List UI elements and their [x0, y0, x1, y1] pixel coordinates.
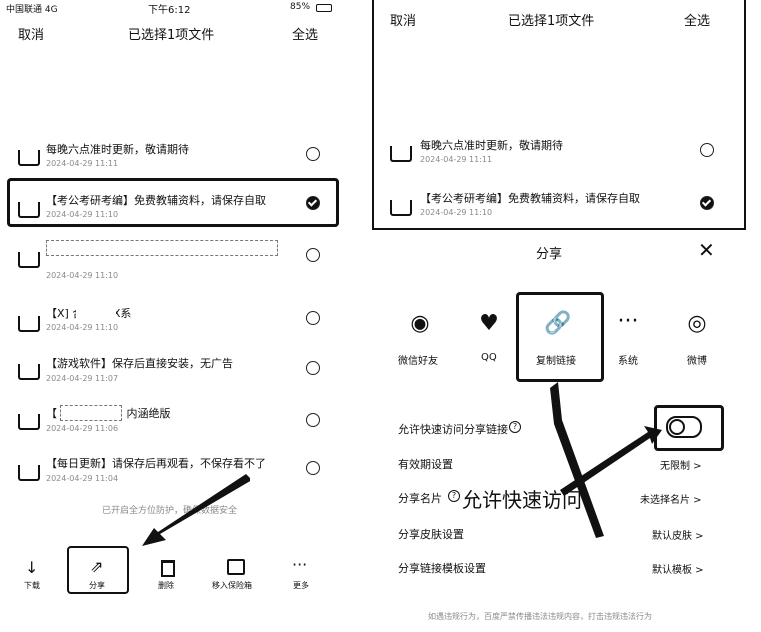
redacted-name [76, 303, 116, 319]
help-icon[interactable]: ? [448, 490, 460, 502]
file-date: 2024-04-29 11:10 [46, 323, 119, 332]
file-icon [18, 150, 40, 166]
vault-icon [227, 559, 245, 575]
file-date: 2024-04-29 11:04 [46, 474, 119, 483]
setting-value: 默认模板 > [652, 565, 704, 576]
quick-access-toggle[interactable] [666, 416, 702, 438]
file-list-frame [372, 0, 746, 230]
file-name: 每晚六点准时更新，敬请期待 [46, 143, 189, 156]
share-target-label: 系统 [618, 356, 638, 367]
cancel-button[interactable]: 取消 [18, 28, 45, 43]
help-icon[interactable]: ? [509, 421, 521, 433]
setting-label: 有效期设置 [398, 458, 453, 471]
select-radio[interactable] [700, 143, 714, 157]
share-target-label: 复制链接 [536, 356, 576, 367]
annotation-arrow [142, 474, 250, 546]
setting-value: 未选择名片 > [640, 495, 702, 506]
file-date: 2024-04-29 11:11 [420, 155, 493, 164]
file-icon [18, 364, 40, 380]
download-icon: ↓ [25, 558, 39, 577]
status-carrier: 中国联通 4G [6, 5, 58, 15]
select-radio[interactable] [306, 361, 320, 375]
setting-label: 分享皮肤设置 [398, 528, 464, 541]
file-name: 【考公考研考编】免费教辅资料，请保存自取 [46, 194, 266, 207]
status-battery: 85% [290, 2, 311, 12]
select-radio[interactable] [306, 147, 320, 161]
file-icon [18, 252, 40, 268]
page-title: 已选择1项文件 [128, 28, 215, 43]
setting-value: 无限制 > [660, 461, 702, 472]
highlight-frame [7, 178, 339, 227]
setting-label: 分享链接模板设置 [398, 562, 486, 575]
file-date: 2024-04-29 11:07 [46, 374, 119, 383]
toolbar-label: 下载 [24, 581, 40, 590]
file-icon [18, 465, 40, 481]
select-radio[interactable] [306, 461, 320, 475]
toolbar-label: 更多 [293, 581, 309, 590]
toolbar-label: 移入保险箱 [212, 581, 252, 590]
setting-label: 分享名片 [398, 492, 442, 505]
more-dots-icon: ··· [617, 308, 639, 334]
share-target-label: 微博 [687, 356, 707, 367]
highlight-frame [516, 292, 604, 382]
select-radio[interactable] [306, 248, 320, 262]
file-name: 【游戏软件】保存后直接安装，无广告 [46, 357, 233, 370]
footer-notice: 如遇违规行为，百度严禁传播违法违规内容，打击违规违法行为 [428, 612, 652, 621]
share-icon: ⇗ [90, 557, 104, 576]
file-date: 2024-04-29 11:10 [46, 271, 119, 280]
close-icon[interactable]: ✕ [698, 238, 715, 262]
select-all-button[interactable]: 全选 [292, 28, 319, 43]
file-icon [390, 200, 412, 216]
select-radio[interactable] [306, 413, 320, 427]
trash-icon [161, 560, 175, 577]
toolbar-label: 分享 [89, 581, 105, 590]
file-date: 2024-04-29 11:10 [46, 210, 119, 219]
highlight-frame [654, 405, 724, 451]
file-date: 2024-04-29 11:06 [46, 424, 119, 433]
file-icon [18, 414, 40, 430]
page-title: 已选择1项文件 [508, 14, 595, 29]
setting-label: 允许快速访问分享链接 [398, 423, 508, 436]
select-radio[interactable] [306, 311, 320, 325]
file-date: 2024-04-29 11:11 [46, 159, 119, 168]
security-notice: 已开启全方位防护，确保数据安全 [102, 506, 238, 516]
file-icon [390, 146, 412, 162]
file-icon [18, 316, 40, 332]
wechat-icon: ◉ [410, 310, 430, 336]
toggle-knob [669, 419, 685, 435]
select-radio-checked[interactable] [306, 196, 320, 210]
battery-icon [316, 4, 332, 12]
select-all-button[interactable]: 全选 [684, 14, 711, 29]
weibo-icon: ◎ [687, 310, 707, 336]
more-dots-icon: ··· [292, 555, 308, 574]
share-target-label: QQ [481, 352, 497, 363]
qq-icon: ♥ [479, 310, 499, 336]
file-icon [18, 202, 40, 218]
redacted-name [60, 405, 122, 421]
file-date: 2024-04-29 11:10 [420, 208, 493, 217]
file-name: 【考公考研考编】免费教辅资料，请保存自取 [420, 192, 640, 205]
setting-value: 默认皮肤 > [652, 531, 704, 542]
annotation-arrow [550, 382, 662, 538]
file-name: 每晚六点准时更新，敬请期待 [420, 139, 563, 152]
share-target-label: 微信好友 [398, 356, 438, 367]
highlight-frame [67, 546, 129, 594]
link-icon: 🔗 [544, 310, 572, 336]
cancel-button[interactable]: 取消 [390, 14, 417, 29]
share-sheet-title: 分享 [536, 247, 563, 262]
select-radio-checked[interactable] [700, 196, 714, 210]
status-time: 下午6:12 [148, 5, 191, 16]
redacted-name [46, 240, 278, 256]
file-name: 【每日更新】请保存后再观看，不保存看不了 [46, 457, 266, 470]
toolbar-label: 删除 [158, 581, 174, 590]
